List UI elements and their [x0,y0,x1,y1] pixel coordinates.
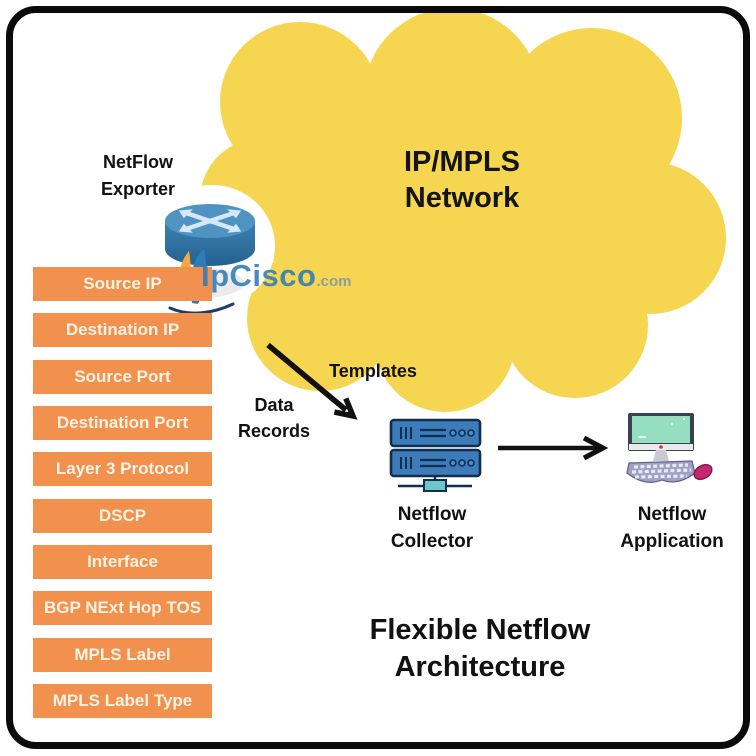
exporter-label-line2: Exporter [100,179,176,199]
field-interface: Interface [33,545,212,579]
diagram-title-line2: Architecture [394,651,566,683]
application-label-line1: Netflow [637,504,707,525]
collector-label-line1: Netflow [397,504,467,525]
server-icon [389,418,482,492]
diagram-title: Flexible Netflow Architecture [326,612,634,686]
computer-icon [626,413,713,483]
router-icon [165,204,255,266]
exporter-label: NetFlow Exporter [66,149,210,203]
application-label-line2: Application [620,531,724,552]
templates-flow-label: Templates [329,361,417,381]
cloud-label: IP/MPLS Network [352,144,572,216]
field-source-port: Source Port [33,360,212,394]
diagram-title-line1: Flexible Netflow [369,614,591,646]
field-mpls-label-type: MPLS Label Type [33,684,212,718]
data-records-line1: Data [254,395,294,415]
collector-to-application-arrow [498,435,609,461]
field-dscp: DSCP [33,499,212,533]
application-label: Netflow Application [602,501,742,555]
watermark-tld: .com [316,273,352,290]
cloud-label-line1: IP/MPLS [403,146,520,178]
watermark-text: IpCisco.com [201,258,351,294]
data-records-flow-label: Data Records [212,392,336,444]
watermark-brand: IpCisco [201,258,317,293]
collector-label-line2: Collector [390,531,474,552]
field-mpls-label: MPLS Label [33,638,212,672]
cloud-label-line2: Network [404,182,520,214]
data-records-line2: Records [237,421,311,441]
templates-arrow [266,342,358,420]
field-destination-port: Destination Port [33,406,212,440]
field-source-ip: Source IP [33,267,212,301]
field-bgp-next-hop-tos: BGP NExt Hop TOS [33,591,212,625]
field-layer3-protocol: Layer 3 Protocol [33,452,212,486]
exporter-label-line1: NetFlow [103,152,173,172]
field-destination-ip: Destination IP [33,313,212,347]
collector-label: Netflow Collector [362,501,502,555]
